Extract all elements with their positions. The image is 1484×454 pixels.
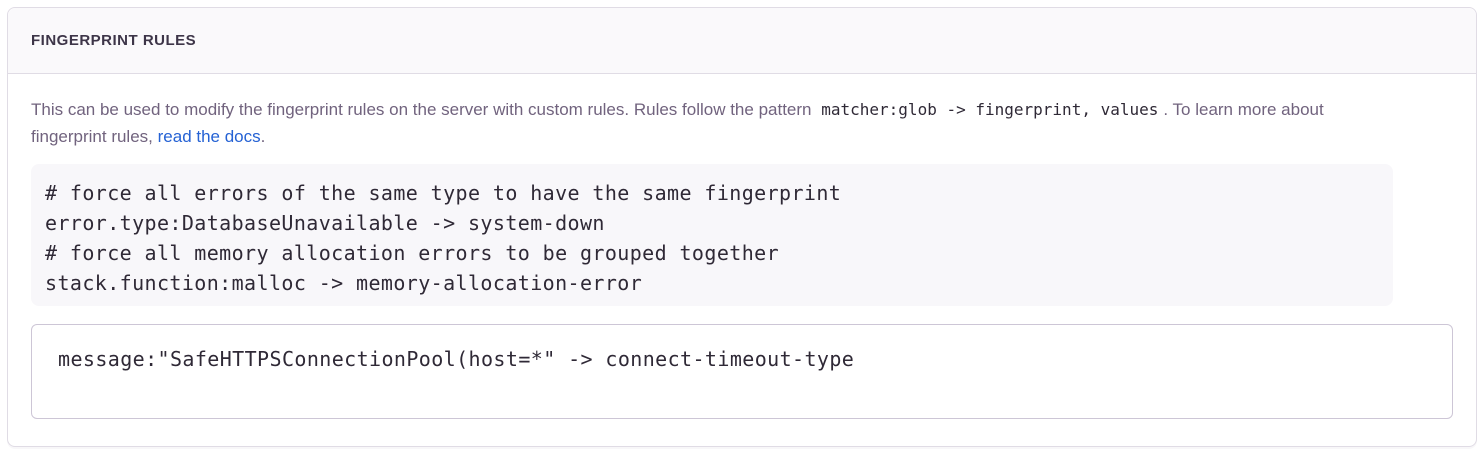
panel-body: This can be used to modify the fingerpri… — [8, 74, 1476, 446]
fingerprint-rules-textarea[interactable]: message:"SafeHTTPSConnectionPool(host=*"… — [31, 324, 1453, 419]
read-the-docs-link[interactable]: read the docs — [157, 127, 261, 146]
panel-title: FINGERPRINT RULES — [31, 32, 197, 49]
description-text-1: This can be used to modify the fingerpri… — [31, 100, 812, 119]
example-code-block: # force all errors of the same type to h… — [31, 164, 1393, 306]
description-paragraph: This can be used to modify the fingerpri… — [31, 96, 1393, 150]
fingerprint-rules-panel: FINGERPRINT RULES This can be used to mo… — [7, 7, 1477, 447]
pattern-inline-code: matcher:glob -> fingerprint, values — [821, 100, 1159, 119]
panel-header: FINGERPRINT RULES — [8, 8, 1476, 74]
description-text-2: . To learn more about fingerprint rules, — [31, 100, 1324, 146]
description-text-3: . — [260, 127, 266, 146]
